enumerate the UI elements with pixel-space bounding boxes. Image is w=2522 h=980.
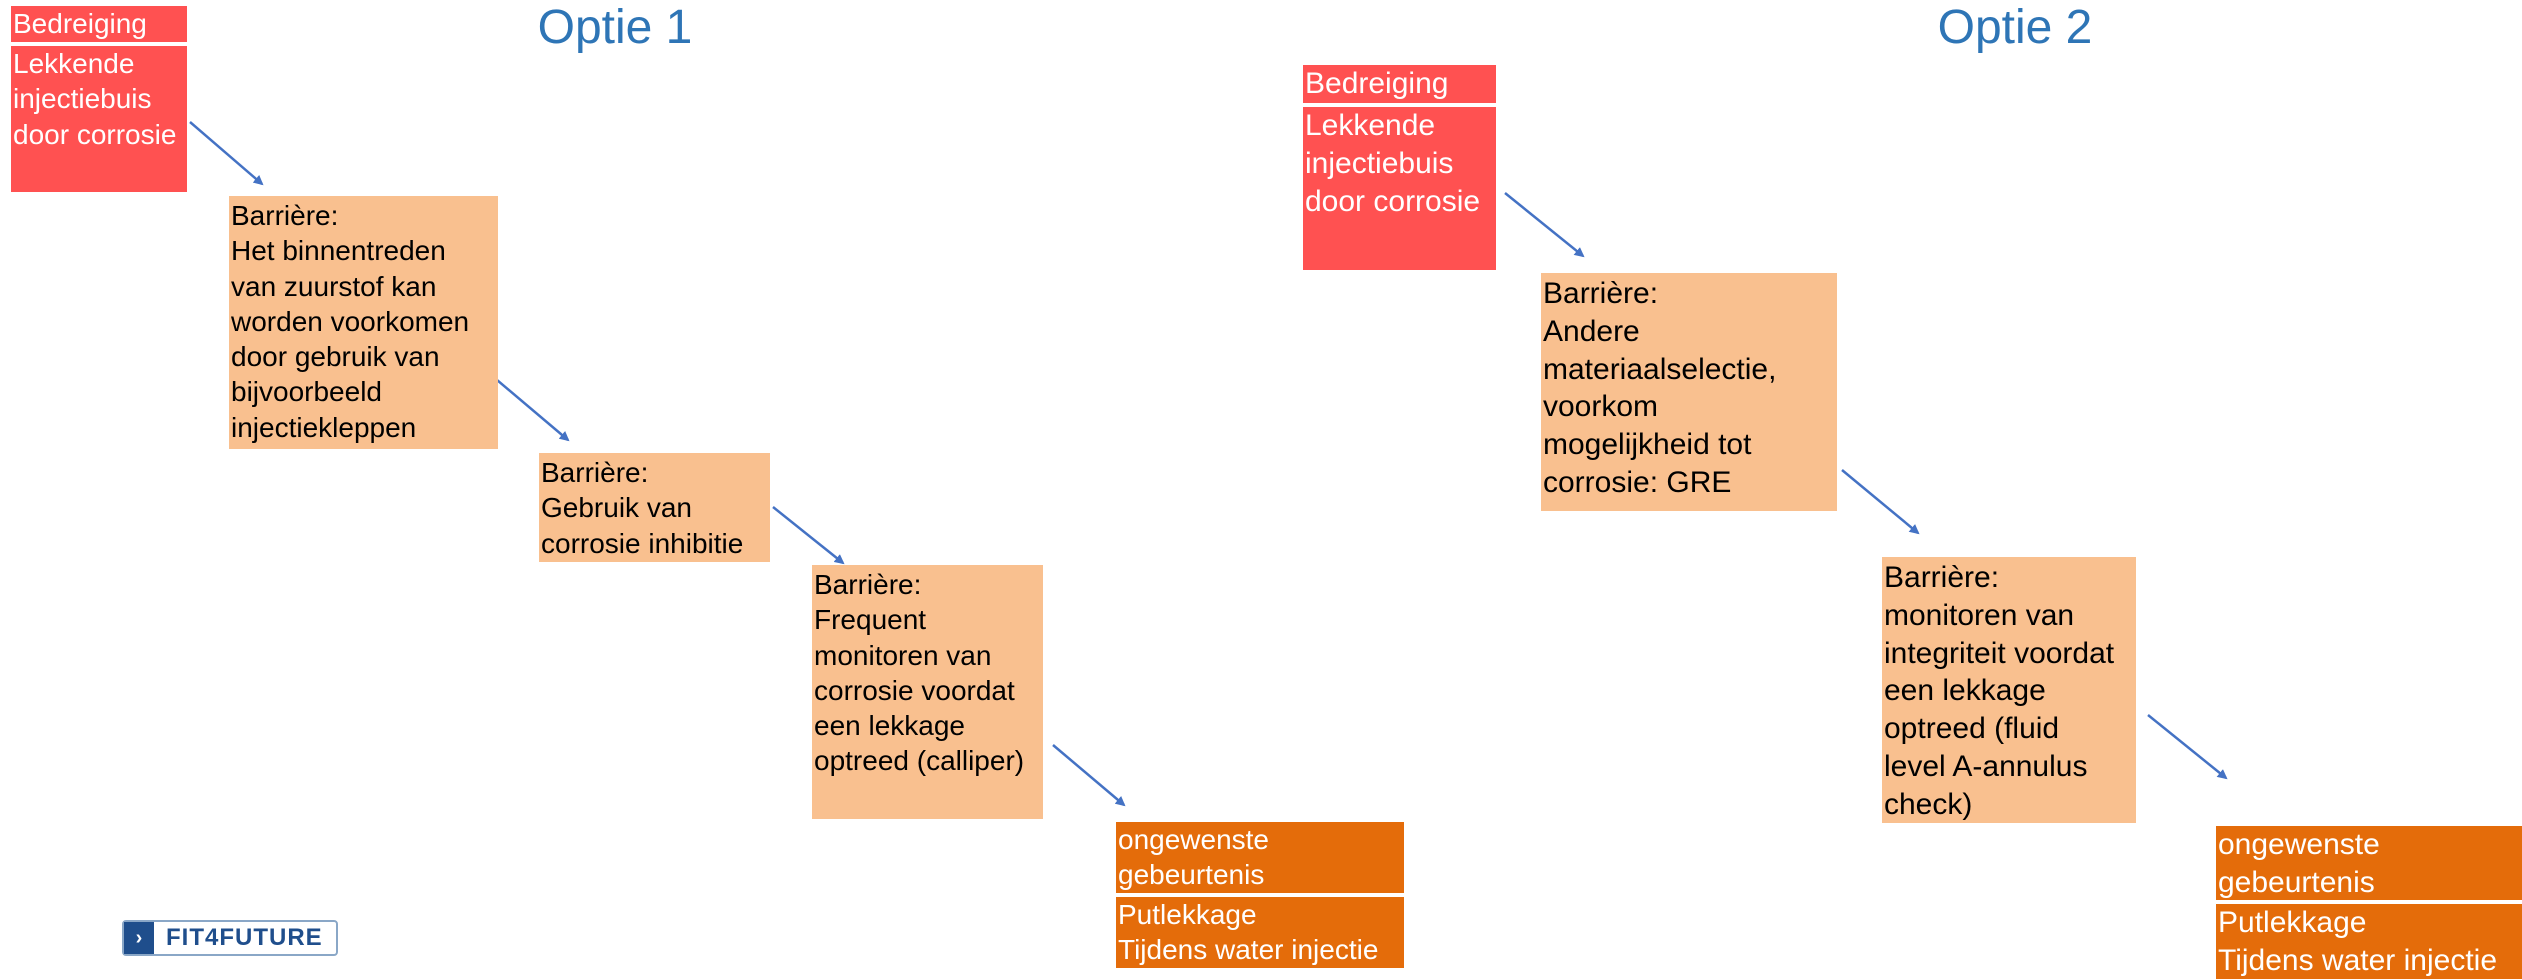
- option1-title: Optie 1: [537, 1, 693, 54]
- o1-barrier-3: Barrière: Frequent monitoren van corrosi…: [812, 565, 1043, 819]
- o1-event-label: ongewenste gebeurtenis: [1118, 824, 1270, 891]
- o1-threat-box: Bedreiging Lekkende injectiebuis door co…: [11, 6, 187, 192]
- option2-title: Optie 2: [1937, 1, 2093, 54]
- o2-threat-label: Bedreiging: [1305, 67, 1449, 100]
- arrow-o1-4: [1052, 744, 1126, 807]
- o2-threat-text: Lekkende injectiebuis door corrosie: [1305, 109, 1481, 218]
- o1-barrier-2: Barrière: Gebruik van corrosie inhibitie: [539, 453, 770, 562]
- o1-event-divider: [1116, 893, 1404, 897]
- o2-barrier-1: Barrière: Andere materiaalselectie, voor…: [1541, 273, 1837, 511]
- o1-event-text: Putlekkage Tijdens water injectie: [1118, 899, 1379, 966]
- o2-event-label: ongewenste gebeurtenis: [2218, 828, 2380, 899]
- o2-event-box: ongewenste gebeurtenis Putlekkage Tijden…: [2216, 826, 2522, 979]
- arrow-o1-3: [772, 506, 845, 565]
- arrow-o1-2: [496, 379, 570, 442]
- o2-event-text: Putlekkage Tijdens water injectie: [2218, 906, 2498, 977]
- fit4future-logo: › FIT4FUTURE: [122, 920, 338, 956]
- o2-barrier-2: Barrière: monitoren van integriteit voor…: [1882, 557, 2136, 823]
- o1-threat-label: Bedreiging: [13, 8, 147, 39]
- arrow-o2-1: [1504, 192, 1585, 258]
- o2-event-divider: [2216, 900, 2522, 904]
- arrow-o2-3: [2147, 714, 2228, 780]
- o1-barrier-1: Barrière: Het binnentreden van zuurstof …: [229, 196, 498, 449]
- o2-threat-divider: [1303, 103, 1496, 107]
- logo-chevron-icon: ›: [124, 922, 154, 954]
- o1-threat-divider: [11, 42, 187, 46]
- arrow-o2-2: [1841, 469, 1920, 535]
- o1-event-box: ongewenste gebeurtenis Putlekkage Tijden…: [1116, 822, 1404, 968]
- logo-text: FIT4FUTURE: [166, 924, 323, 951]
- arrow-o1-1: [189, 121, 264, 186]
- o2-threat-box: Bedreiging Lekkende injectiebuis door co…: [1303, 65, 1496, 270]
- o1-threat-text: Lekkende injectiebuis door corrosie: [13, 48, 177, 150]
